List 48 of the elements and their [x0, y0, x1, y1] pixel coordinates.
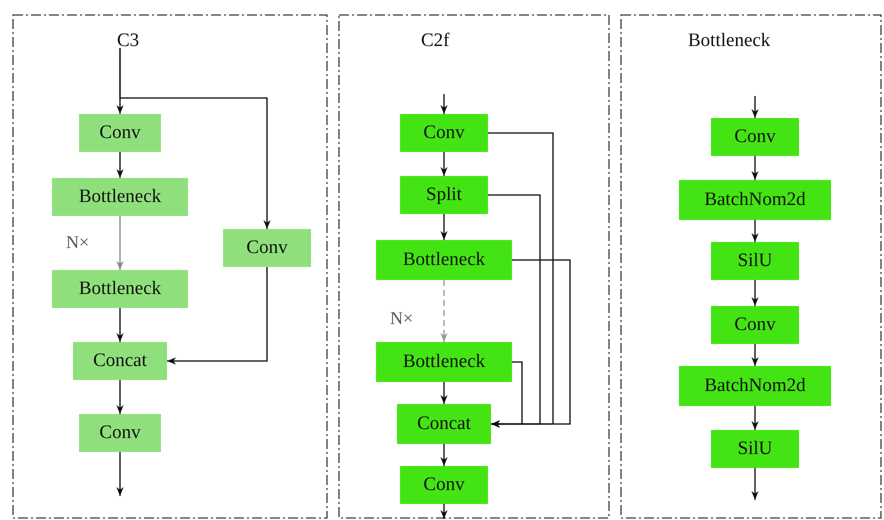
panel-title: C3 — [117, 30, 140, 52]
process-box: Conv — [400, 114, 488, 152]
arrow — [440, 504, 448, 519]
process-box: Bottleneck — [376, 240, 512, 280]
arrow — [751, 344, 759, 366]
arrow — [751, 96, 759, 118]
group-panel — [620, 14, 882, 519]
arrow — [751, 280, 759, 306]
panel-title: Bottleneck — [688, 30, 770, 52]
process-box: BatchNom2d — [679, 366, 831, 406]
process-box: Concat — [397, 404, 491, 444]
process-box: SilU — [711, 430, 799, 468]
arrow — [440, 382, 448, 404]
process-box: Conv — [79, 414, 161, 452]
arrow — [440, 444, 448, 466]
process-box: Conv — [711, 306, 799, 344]
process-box: BatchNom2d — [679, 180, 831, 220]
arrow — [116, 308, 124, 342]
process-box: SilU — [711, 242, 799, 280]
repeat-label: N× — [66, 232, 90, 253]
process-box: Conv — [711, 118, 799, 156]
arrow — [440, 94, 448, 114]
arrow — [440, 214, 448, 240]
panel-title: C2f — [421, 30, 450, 52]
group-panel — [12, 14, 328, 519]
arrow — [751, 220, 759, 242]
arrow — [119, 48, 271, 229]
process-box: Concat — [73, 342, 167, 380]
repeat-label: N× — [390, 308, 414, 329]
process-box: Conv — [223, 229, 311, 267]
arrow — [167, 267, 268, 365]
arrow — [440, 280, 448, 342]
arrow — [751, 156, 759, 180]
arrow — [116, 380, 124, 414]
process-box: Conv — [79, 114, 161, 152]
process-box: Bottleneck — [52, 178, 188, 216]
arrow — [116, 152, 124, 178]
arrow — [491, 361, 523, 428]
arrow — [440, 152, 448, 176]
arrow — [116, 216, 124, 270]
arrow — [116, 452, 124, 496]
process-box: Conv — [400, 466, 488, 504]
process-box: Split — [400, 176, 488, 214]
arrow — [751, 468, 759, 500]
process-box: Bottleneck — [376, 342, 512, 382]
arrow — [751, 406, 759, 430]
process-box: Bottleneck — [52, 270, 188, 308]
group-panel — [338, 14, 610, 519]
